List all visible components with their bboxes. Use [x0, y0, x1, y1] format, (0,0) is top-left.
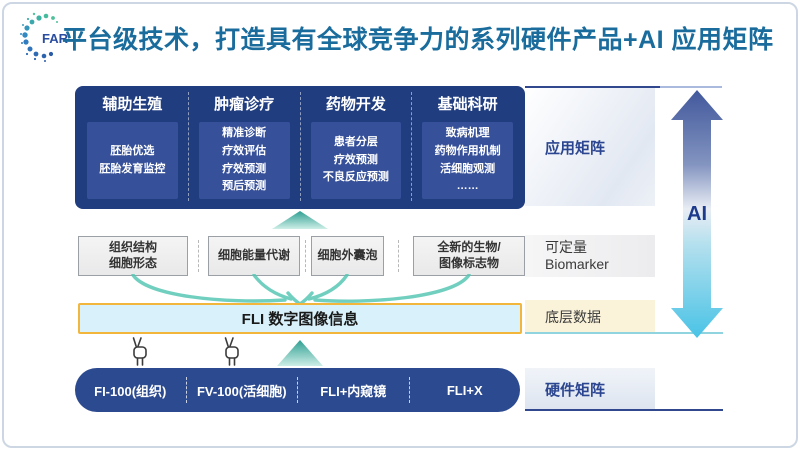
- app-item: 致病机理: [445, 126, 490, 139]
- pill-separator: [408, 377, 410, 403]
- fli-bar-text: FLI 数字图像信息: [241, 311, 359, 328]
- app-item: 药物作用机制: [434, 144, 501, 157]
- biomarker-box-vesicles: 细胞外囊泡: [311, 236, 384, 276]
- biomarker-box-new-markers: 全新的生物/ 图像标志物: [413, 236, 525, 276]
- biomarker-box-tissue: 组织结构 细胞形态: [78, 236, 188, 276]
- app-item: 疗效评估: [222, 144, 267, 157]
- app-column-items: 致病机理 药物作用机制 活细胞观测 ……: [422, 122, 513, 199]
- biomarker-separator: [305, 240, 306, 272]
- divider-line-teal: [525, 332, 723, 334]
- app-item: 不良反应预测: [322, 171, 389, 184]
- biomarker-box-line: 组织结构: [108, 240, 157, 255]
- side-label-text: Biomarker: [545, 256, 609, 272]
- app-column-title: 辅助生殖: [102, 96, 163, 113]
- app-item: 精准诊断: [222, 126, 267, 139]
- divider-line-top-dark: [525, 86, 660, 88]
- biomarker-separator: [398, 240, 399, 272]
- ai-double-arrow-icon: [671, 90, 723, 338]
- ai-axis-label: AI: [687, 203, 707, 225]
- hardware-products-bar: FI-100(组织) FV-100(活细胞) FLI+内窥镜 FLI+X: [75, 368, 520, 412]
- app-column-title: 药物开发: [325, 96, 386, 113]
- app-column-tumor-diagnosis: 肿瘤诊疗 精准诊断 疗效评估 疗效预测 预后预测: [189, 92, 301, 201]
- app-column-title: 肿瘤诊疗: [214, 96, 275, 113]
- hardware-product: FLI+内窥镜: [320, 383, 387, 399]
- biomarker-box-metabolism: 细胞能量代谢: [208, 236, 300, 276]
- side-label-biomarker: 可定量 Biomarker: [525, 235, 655, 277]
- side-label-data-layer: 底层数据: [525, 300, 655, 333]
- hardware-product: FV-100(活细胞): [196, 383, 287, 399]
- converging-curves-icon: [131, 274, 471, 305]
- victory-hand-icon: [132, 337, 147, 366]
- app-item: 活细胞观测: [440, 162, 496, 175]
- side-label-hardware-matrix: 硬件矩阵: [525, 368, 655, 411]
- app-item: ……: [456, 180, 479, 193]
- page-title: 平台级技术，打造具有全球竞争力的系列硬件产品+AI 应用矩阵: [62, 26, 774, 54]
- hardware-product: FLI+X: [446, 382, 483, 398]
- side-label-text: 应用矩阵: [545, 139, 606, 157]
- cfar-logo-icon: FAR: [20, 12, 69, 62]
- app-item: 胚胎发育监控: [99, 162, 166, 175]
- side-label-text: 可定量: [545, 238, 587, 255]
- app-column-items: 胚胎优选 胚胎发育监控: [87, 122, 178, 199]
- biomarker-box-line: 细胞形态: [108, 256, 157, 270]
- app-column-drug-development: 药物开发 患者分层 疗效预测 不良反应预测: [301, 92, 413, 201]
- up-triangle-icon: [272, 211, 328, 229]
- side-label-text: 硬件矩阵: [545, 382, 606, 399]
- app-item: 胚胎优选: [110, 144, 155, 157]
- victory-hand-icon: [224, 337, 239, 366]
- divider-line-top-light: [660, 86, 722, 88]
- app-column-title: 基础科研: [437, 96, 498, 113]
- app-item: 疗效预测: [222, 162, 267, 175]
- logo-far-text: FAR: [42, 31, 69, 46]
- biomarker-box-line: 细胞外囊泡: [317, 248, 378, 263]
- biomarker-box-line: 全新的生物/: [437, 240, 501, 255]
- app-column-assisted-reproduction: 辅助生殖 胚胎优选 胚胎发育监控: [77, 92, 189, 201]
- fli-digital-image-bar: FLI 数字图像信息: [78, 303, 522, 334]
- biomarker-box-line: 图像标志物: [438, 256, 499, 270]
- application-matrix-panel: 辅助生殖 胚胎优选 胚胎发育监控 肿瘤诊疗 精准诊断 疗效评估 疗效预测 预后预…: [75, 86, 525, 209]
- up-triangle-icon: [277, 340, 323, 366]
- app-column-items: 精准诊断 疗效评估 疗效预测 预后预测: [198, 122, 290, 199]
- pill-separator: [297, 377, 298, 403]
- app-item: 预后预测: [222, 180, 267, 193]
- pill-separator: [185, 377, 187, 403]
- app-column-items: 患者分层 疗效预测 不良反应预测: [310, 122, 402, 199]
- side-label-text: 底层数据: [545, 308, 601, 325]
- biomarker-separator: [198, 240, 199, 272]
- hardware-product: FI-100(组织): [94, 383, 167, 399]
- app-column-basic-research: 基础科研 致病机理 药物作用机制 活细胞观测 ……: [412, 92, 523, 201]
- app-item: 患者分层: [333, 135, 378, 148]
- side-label-application-matrix: 应用矩阵: [525, 88, 655, 206]
- biomarker-box-line: 细胞能量代谢: [217, 248, 290, 263]
- app-item: 疗效预测: [333, 153, 378, 166]
- hardware-label-underline: [525, 409, 723, 411]
